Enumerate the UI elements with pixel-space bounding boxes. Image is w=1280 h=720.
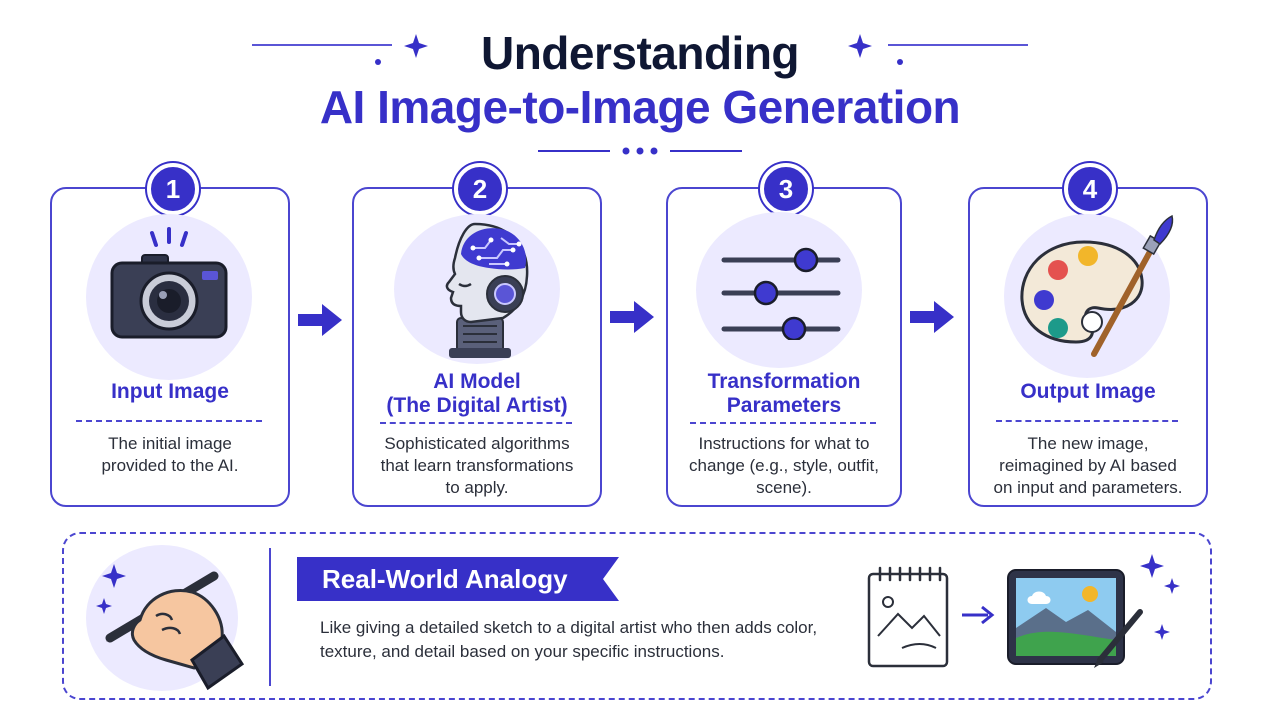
title-line-1: Understanding <box>480 27 800 79</box>
step-title-line: Output Image <box>1020 380 1156 403</box>
title-deco-line-right <box>888 44 1028 46</box>
step-number-badge: 2 <box>454 163 506 215</box>
vertical-divider <box>269 548 271 686</box>
arrow-right-icon <box>610 301 654 333</box>
step-number-badge: 3 <box>760 163 812 215</box>
arrow-right-icon <box>298 304 342 336</box>
step-title-line: (The Digital Artist) <box>386 394 568 417</box>
arrow-right-icon <box>962 605 995 625</box>
step-title-line: Input Image <box>111 380 229 403</box>
title-deco-line-left <box>252 44 392 46</box>
step-description: Instructions for what to change (e.g., s… <box>668 433 900 499</box>
sketchpad-icon <box>867 566 949 668</box>
dashed-divider <box>380 422 572 424</box>
step-title-line: Parameters <box>726 394 842 417</box>
arrow-right-icon <box>910 301 954 333</box>
analogy-description: Like giving a detailed sketch to a digit… <box>320 616 860 664</box>
analogy-description-line: Like giving a detailed sketch to a digit… <box>320 618 818 637</box>
ai-head-icon <box>445 222 529 358</box>
analogy-panel <box>62 532 1212 700</box>
step-description-line: Sophisticated algorithms <box>384 434 570 453</box>
analogy-heading: Real-World Analogy <box>322 564 568 594</box>
step-title: Transformation Parameters <box>668 370 900 418</box>
sparkle-icon <box>848 34 903 65</box>
step-description-line: that learn transformations <box>380 456 574 475</box>
step-description-line: scene). <box>756 478 812 497</box>
step-description-line: The initial image <box>108 434 232 453</box>
step-description-line: reimagined by AI based <box>999 456 1177 475</box>
icon-background-circle <box>696 212 862 368</box>
step-description-line: provided to the AI. <box>101 456 239 475</box>
camera-icon <box>110 227 228 339</box>
step-title: AI Model (The Digital Artist) <box>354 370 600 418</box>
sliders-icon <box>721 247 841 340</box>
drawing-hand-icon <box>96 564 245 691</box>
dashed-divider <box>996 420 1178 422</box>
dashed-divider <box>690 422 876 424</box>
step-description-line: The new image, <box>1027 434 1149 453</box>
title-underline-dots <box>538 147 742 155</box>
step-title: Output Image <box>970 380 1206 404</box>
step-title: Input Image <box>52 380 288 404</box>
dashed-divider <box>76 420 262 422</box>
step-number-badge: 1 <box>147 163 199 215</box>
step-description: The new image, reimagined by AI based on… <box>970 433 1206 499</box>
sparkle-icon <box>375 34 428 65</box>
step-description-line: to apply. <box>445 478 509 497</box>
step-description: Sophisticated algorithms that learn tran… <box>354 433 600 499</box>
step-title-line: AI Model <box>433 370 521 393</box>
step-description: The initial image provided to the AI. <box>52 433 288 477</box>
analogy-description-line: texture, and detail based on your specif… <box>320 642 725 661</box>
step-description-line: Instructions for what to <box>698 434 870 453</box>
title-line-2: AI Image-to-Image Generation <box>319 81 961 133</box>
analogy-heading-ribbon <box>297 557 619 601</box>
step-description-line: change (e.g., style, outfit, <box>689 456 879 475</box>
step-title-line: Transformation <box>707 370 861 393</box>
paint-palette-icon <box>1020 214 1174 357</box>
digital-tablet-icon <box>1007 554 1180 668</box>
step-number-badge: 4 <box>1064 163 1116 215</box>
step-description-line: on input and parameters. <box>993 478 1183 497</box>
